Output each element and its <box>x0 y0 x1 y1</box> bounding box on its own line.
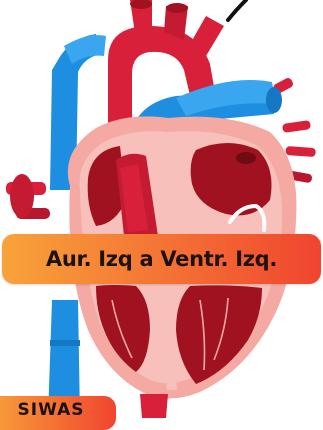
descending-aorta <box>140 394 168 418</box>
pulmonary-vein-left-branches <box>6 174 50 219</box>
corner-badge-text: SIWAS <box>18 402 85 419</box>
left-ventricle <box>176 285 262 384</box>
heart-diagram <box>0 0 323 418</box>
corner-badge: SIWAS <box>0 396 116 430</box>
callout-label: Aur. Izq a Ventr. Izq. <box>2 234 321 284</box>
callout-label-text: Aur. Izq a Ventr. Izq. <box>46 247 277 271</box>
annotation-arrow <box>228 0 246 20</box>
right-ventricle <box>96 285 150 372</box>
